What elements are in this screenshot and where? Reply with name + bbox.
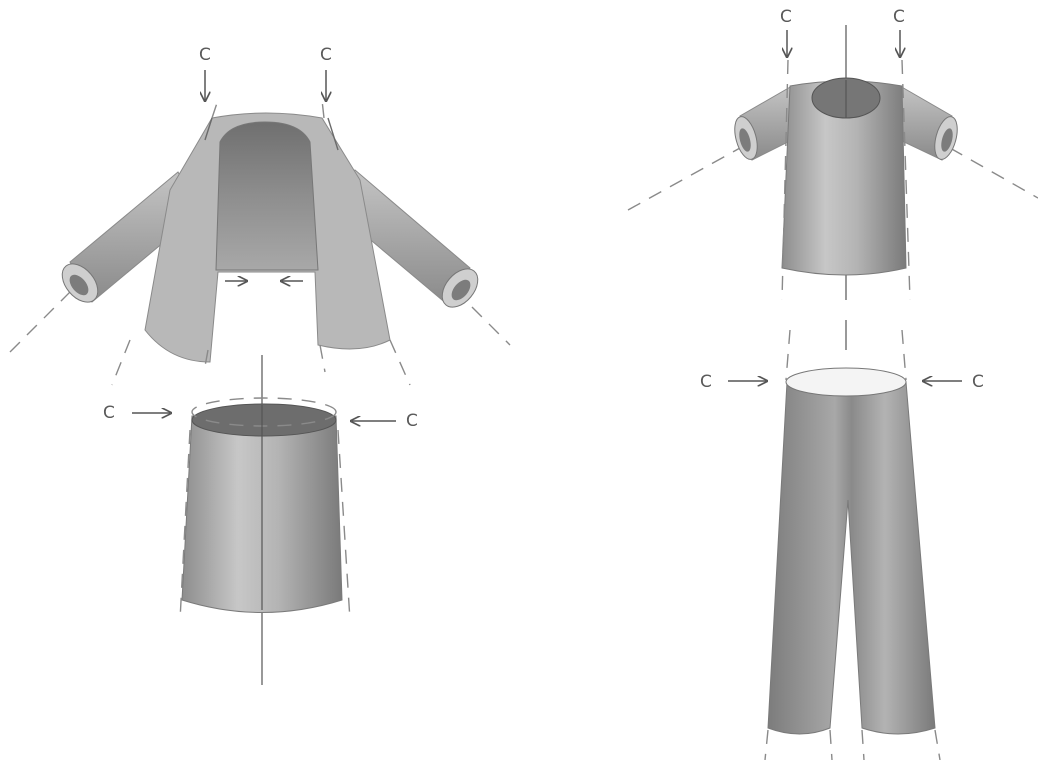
skirt-waist-opening xyxy=(192,404,336,436)
jacket-group: C C xyxy=(10,45,510,385)
jacket-label-right: C xyxy=(320,45,332,65)
pants-body xyxy=(768,382,935,734)
shirt-group: C C xyxy=(628,7,1038,300)
jacket-label-left: C xyxy=(199,45,211,65)
shirt-label-right: C xyxy=(893,7,905,27)
skirt-group: C C xyxy=(103,355,418,685)
jacket-left-sleeve-guide xyxy=(10,290,72,352)
shirt-right-sleeve-guide xyxy=(950,148,1038,198)
shirt-label-left: C xyxy=(780,7,792,27)
pants-label-right: C xyxy=(972,372,984,392)
skirt-label-right: C xyxy=(406,411,418,431)
pants-group: C C xyxy=(700,320,984,760)
shirt-left-sleeve-guide xyxy=(628,148,740,210)
pants-label-left: C xyxy=(700,372,712,392)
jacket-inner-back xyxy=(216,122,318,270)
pants-waist-opening xyxy=(786,368,906,396)
skirt-label-left: C xyxy=(103,403,115,423)
